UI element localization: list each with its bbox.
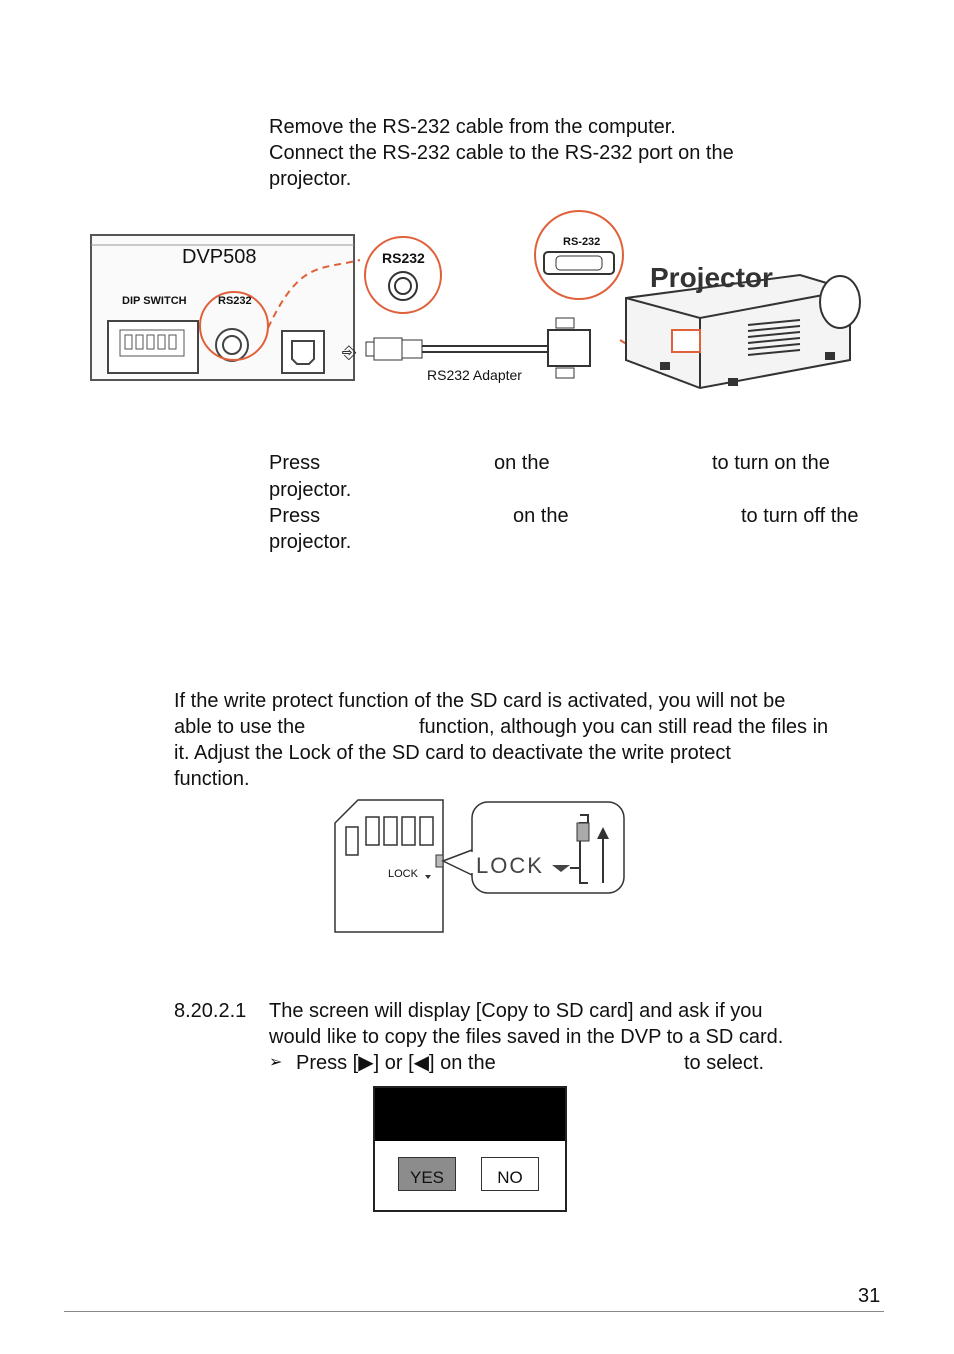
svg-text:⎆: ⎆ [342,342,357,363]
sd-paragraph-line: function, although you can still read th… [419,716,829,738]
bullet-arrow-icon: ➢ [269,1054,283,1071]
rs232-port-label: RS232 [218,295,252,307]
press-on-turn-on: to turn on the [712,452,830,474]
press-on-projector: projector. [269,479,352,501]
press-on-on-the: on the [494,452,550,474]
step-press-text: Press [▶] or [◀] on the [296,1052,496,1074]
copy-dialog: YES NO [373,1086,567,1212]
rs232-zoom-label: RS232 [382,250,425,266]
yes-button[interactable]: YES [398,1157,456,1191]
step-line: would like to copy the files saved in th… [269,1026,784,1048]
sd-paragraph-line: able to use the [174,716,306,738]
connection-diagram: ⎆ DVP508 DIP SWIT [60,200,880,400]
instruction-line: Remove the RS-232 cable from the compute… [269,116,676,138]
sd-lock-small: LOCK [388,868,418,880]
press-off-on-the: on the [513,505,569,527]
press-off-press: Press [269,505,321,527]
sd-card-illustration: LOCK LOCK [330,795,630,940]
projector-label: Projector [650,262,773,293]
step-line: The screen will display [Copy to SD card… [269,1000,763,1022]
device-label: DVP508 [182,246,257,268]
dip-switch-label: DIP SWITCH [122,295,187,307]
connection-diagram-graphic: ⎆ [90,210,861,390]
adapter-label: RS232 Adapter [427,367,522,383]
no-button[interactable]: NO [481,1157,539,1191]
press-off-turn-off: to turn off the [741,505,859,527]
press-off-projector: projector. [269,531,352,553]
sd-paragraph-line: it. Adjust the Lock of the SD card to de… [174,742,731,764]
instruction-line: projector. [269,168,352,190]
step-select-text: to select. [684,1052,765,1074]
instruction-line: Connect the RS-232 cable to the RS-232 p… [269,142,734,164]
sd-card-graphic [334,799,625,933]
step-number: 8.20.2.1 [174,1000,247,1022]
page-number: 31 [858,1285,881,1307]
dialog-header [375,1088,565,1141]
sd-paragraph-line: function. [174,768,250,790]
footer-rule [64,1311,884,1312]
press-on-press: Press [269,452,321,474]
projector-port-label: RS-232 [563,236,601,248]
sd-paragraph-line: If the write protect function of the SD … [174,690,786,712]
sd-lock-large: LOCK [476,853,544,878]
